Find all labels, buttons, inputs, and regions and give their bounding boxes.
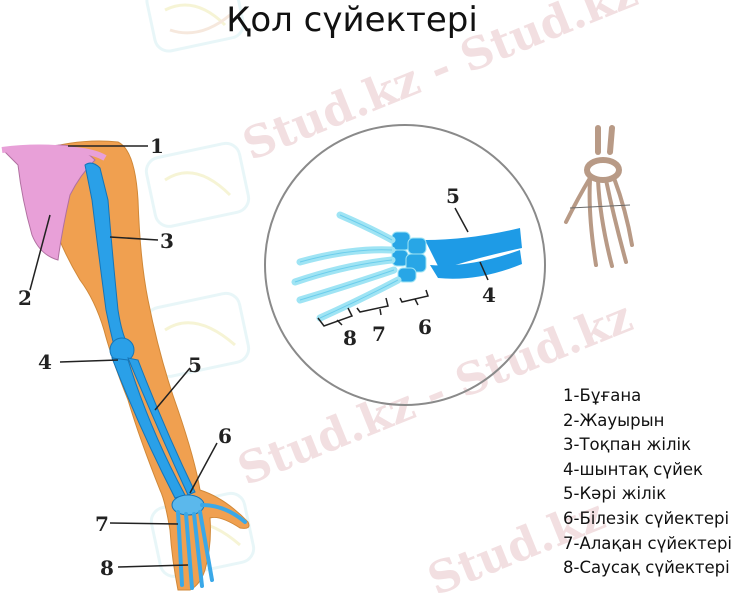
arm-label-6: 6 — [218, 424, 232, 448]
arm-label-2: 2 — [18, 286, 32, 310]
arm-label-7: 7 — [95, 512, 109, 536]
legend-item: 4-шынтақ сүйек — [563, 459, 703, 479]
legend-item: 3-Тоқпан жілік — [563, 435, 692, 455]
bone-legend: 1-Бұғана 2-Жауырын 3-Тоқпан жілік 4-шынт… — [563, 384, 732, 581]
page-title: Қол сүйектері — [0, 0, 704, 40]
closeup-label-5: 5 — [446, 184, 460, 208]
arm-label-4: 4 — [38, 350, 52, 374]
radius — [127, 357, 196, 496]
legend-item: 1-Бұғана — [563, 386, 642, 405]
arm-label-8: 8 — [100, 556, 114, 580]
legend-item: 2-Жауырын — [563, 410, 665, 430]
legend-item: 7-Алақан сүйектері — [563, 533, 733, 553]
scapula — [3, 144, 96, 261]
closeup-label-7: 7 — [372, 322, 386, 346]
legend-item: 8-Саусақ сүйектері — [563, 558, 730, 578]
arm-label-1: 1 — [150, 134, 164, 158]
clavicle — [1, 144, 107, 161]
arm-label-3: 3 — [160, 229, 174, 253]
legend-item: 6-Білезік сүйектері — [563, 508, 730, 528]
closeup-label-4: 4 — [482, 283, 496, 307]
closeup-label-8: 8 — [343, 326, 357, 350]
closeup-label-6: 6 — [418, 315, 432, 339]
title-text: Қол сүйектері — [226, 0, 478, 40]
arm-label-5: 5 — [188, 353, 202, 377]
legend-item: 5-Кәрі жілік — [563, 484, 667, 504]
humerus — [84, 162, 129, 351]
